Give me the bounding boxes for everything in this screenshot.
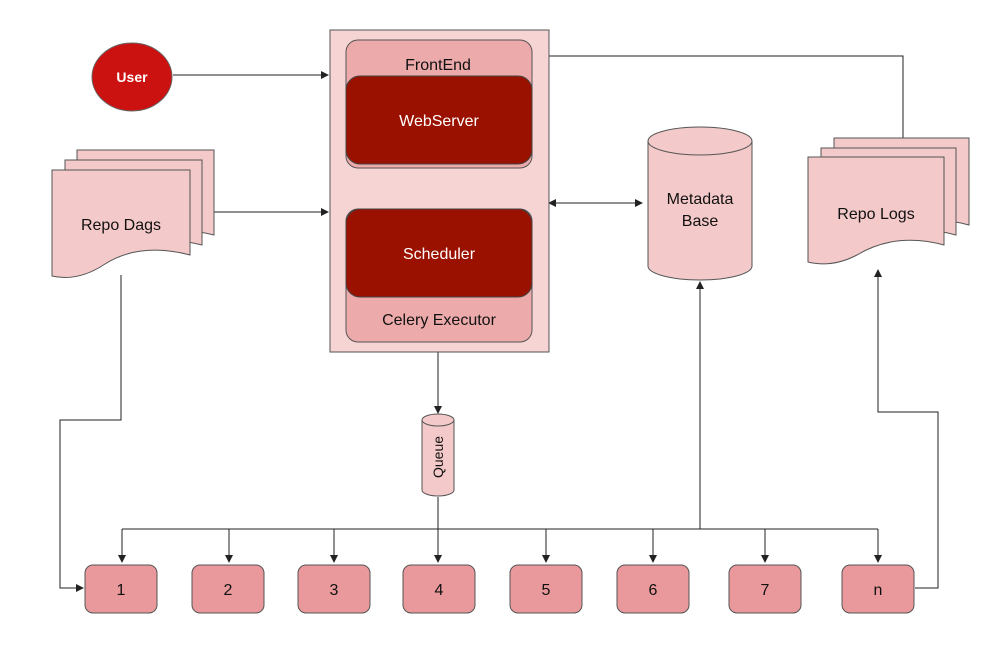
scheduler-box: [345, 208, 533, 298]
user-label: User: [116, 69, 148, 85]
queue-cylinder-body: [421, 420, 455, 497]
workern-to-logs-arrow: [874, 269, 939, 589]
worker-2-box: [191, 564, 265, 614]
user-circle: [91, 42, 173, 112]
worker-3-label: 3: [330, 582, 339, 599]
worker-5-box: [509, 564, 583, 614]
celery-executor-label: Celery Executor: [382, 312, 496, 329]
queue-cylinder-top: [421, 413, 455, 427]
airflow-main-box: FrontEnd WebServer Scheduler Celery Exec…: [329, 29, 550, 353]
repo-dags-doc-front: [51, 169, 191, 278]
worker-7-box: [728, 564, 802, 614]
worker-6: 6: [616, 564, 690, 614]
worker-n-label: n: [874, 582, 883, 599]
worker-5: 5: [509, 564, 583, 614]
worker-n-box: [841, 564, 915, 614]
queue-node: Queue: [421, 413, 455, 497]
webserver-box: [345, 75, 533, 165]
repo-logs-doc-front: [807, 156, 945, 265]
workers-row: 1 2 3 4 5 6 7 n: [84, 564, 915, 614]
worker-4: 4: [402, 564, 476, 614]
logs-to-frontend-arrow: [531, 52, 904, 140]
repo-logs-label: Repo Logs: [837, 206, 914, 223]
worker-1-box: [84, 564, 158, 614]
worker-1: 1: [84, 564, 158, 614]
metadata-cylinder-top: [647, 126, 753, 156]
user-node: User: [91, 42, 173, 112]
worker-2-label: 2: [224, 582, 233, 599]
frontend-label: FrontEnd: [405, 57, 471, 74]
repo-dags-label: Repo Dags: [81, 217, 161, 234]
worker-1-label: 1: [117, 582, 126, 599]
worker-4-box: [402, 564, 476, 614]
queue-label: Queue: [430, 436, 446, 478]
worker-4-label: 4: [435, 582, 444, 599]
metadata-base-node: Metadata Base: [647, 126, 753, 281]
connectors: [59, 52, 939, 592]
worker-6-box: [616, 564, 690, 614]
metadata-label-line1: Metadata: [667, 191, 734, 208]
metadata-label-line2: Base: [682, 213, 719, 230]
worker-6-label: 6: [649, 582, 658, 599]
worker-3: 3: [297, 564, 371, 614]
metadata-cylinder-body: [647, 141, 753, 281]
worker-7-label: 7: [761, 582, 770, 599]
dags-to-worker1-arrow: [59, 275, 122, 592]
worker-5-label: 5: [542, 582, 551, 599]
worker-2: 2: [191, 564, 265, 614]
webserver-label: WebServer: [399, 113, 479, 130]
scheduler-label: Scheduler: [403, 246, 476, 263]
worker-n: n: [841, 564, 915, 614]
worker-7: 7: [728, 564, 802, 614]
worker-3-box: [297, 564, 371, 614]
repo-dags-node: Repo Dags: [51, 149, 215, 278]
repo-logs-node: Repo Logs: [807, 137, 970, 265]
